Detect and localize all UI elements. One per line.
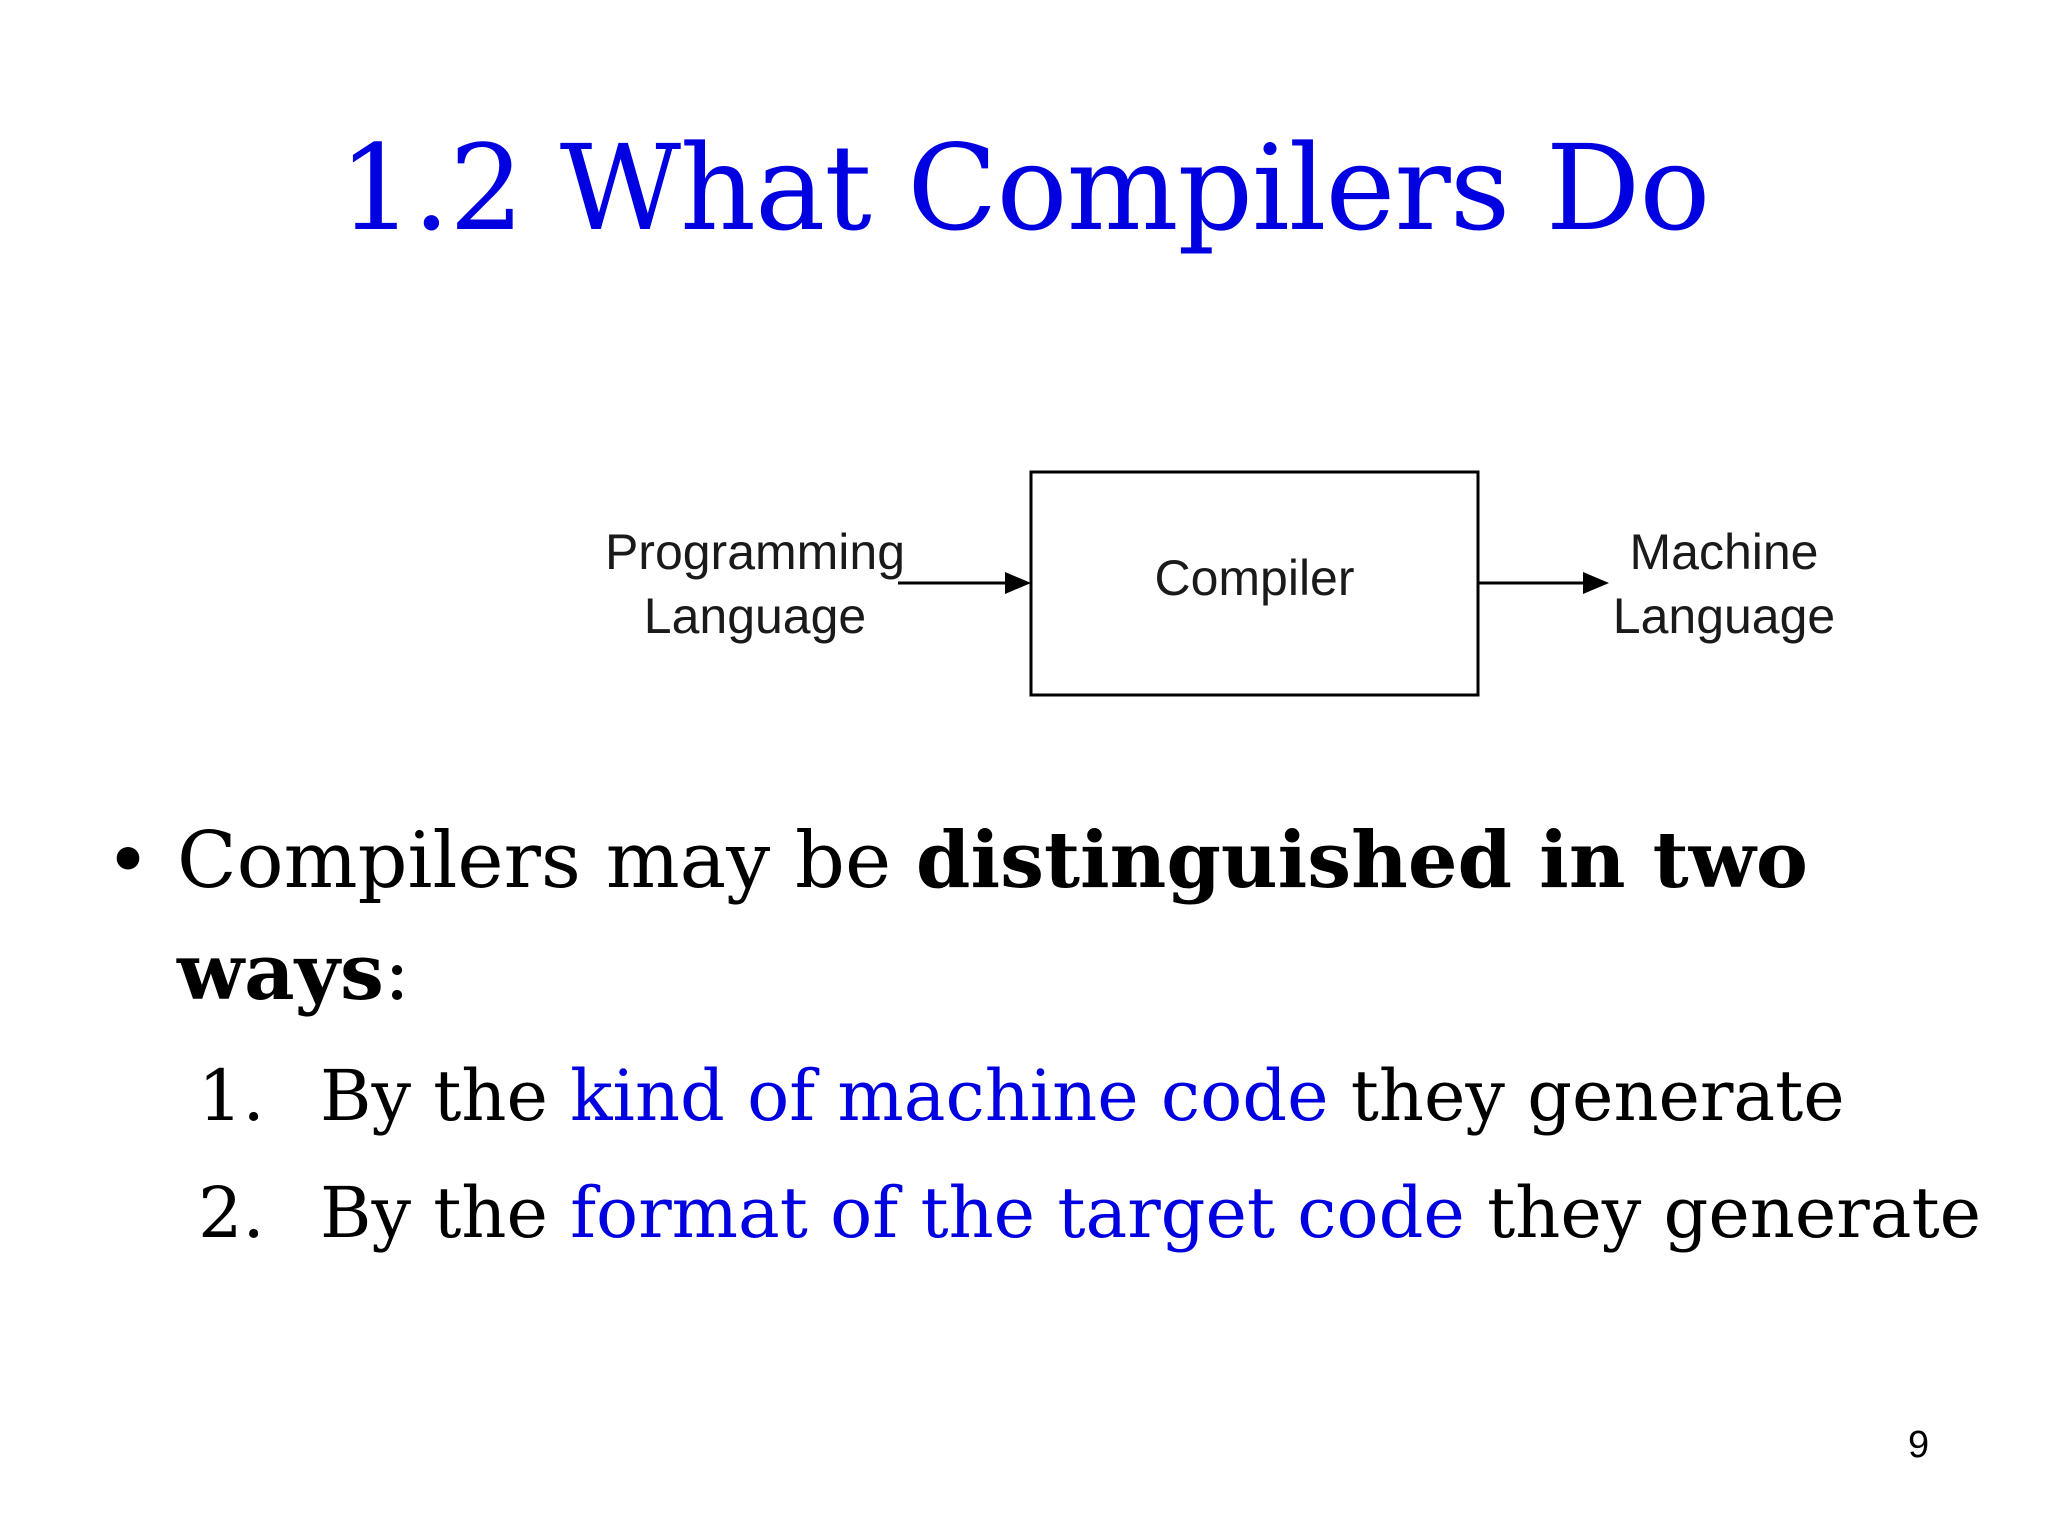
list-prefix: By the [320, 1055, 571, 1137]
list-prefix: By the [320, 1172, 571, 1254]
list-highlight: format of the target code [570, 1172, 1465, 1254]
bullet-dot-icon: • [105, 816, 152, 906]
bullet-text-before: Compilers may be [177, 816, 916, 906]
list-item: 2. By the format of the target code they … [198, 1165, 2038, 1261]
input-label-line2: Language [643, 588, 867, 644]
bullet-bold-text: distinguished in two ways [177, 815, 1808, 1018]
output-label-line1: Machine [1629, 524, 1819, 580]
compiler-label: Compiler [1154, 550, 1355, 606]
input-arrow-head [1005, 572, 1031, 594]
slide-title: 1.2 What Compilers Do [338, 119, 1711, 257]
list-number: 2. [198, 1172, 265, 1254]
compiler-box [1029, 470, 1480, 697]
input-label: Programming Language [600, 520, 910, 648]
bullet-item: • Compilers may be distinguished in two w… [105, 805, 2005, 1029]
page-number: 9 [1908, 1424, 1930, 1466]
output-label: Machine Language [1608, 520, 1840, 648]
list-item: 1. By the kind of machine code they gener… [198, 1048, 2038, 1144]
list-suffix: they generate [1328, 1055, 1845, 1137]
list-suffix: they generate [1464, 1172, 1982, 1254]
output-arrow-head [1583, 572, 1609, 594]
output-label-line2: Language [1612, 588, 1836, 644]
list-highlight: kind of machine code [570, 1055, 1329, 1137]
bullet-text: • Compilers may be distinguished in two w… [105, 805, 2005, 1029]
input-label-line1: Programming [604, 524, 906, 580]
bullet-text-after: : [383, 928, 411, 1018]
list-number: 1. [198, 1055, 265, 1137]
